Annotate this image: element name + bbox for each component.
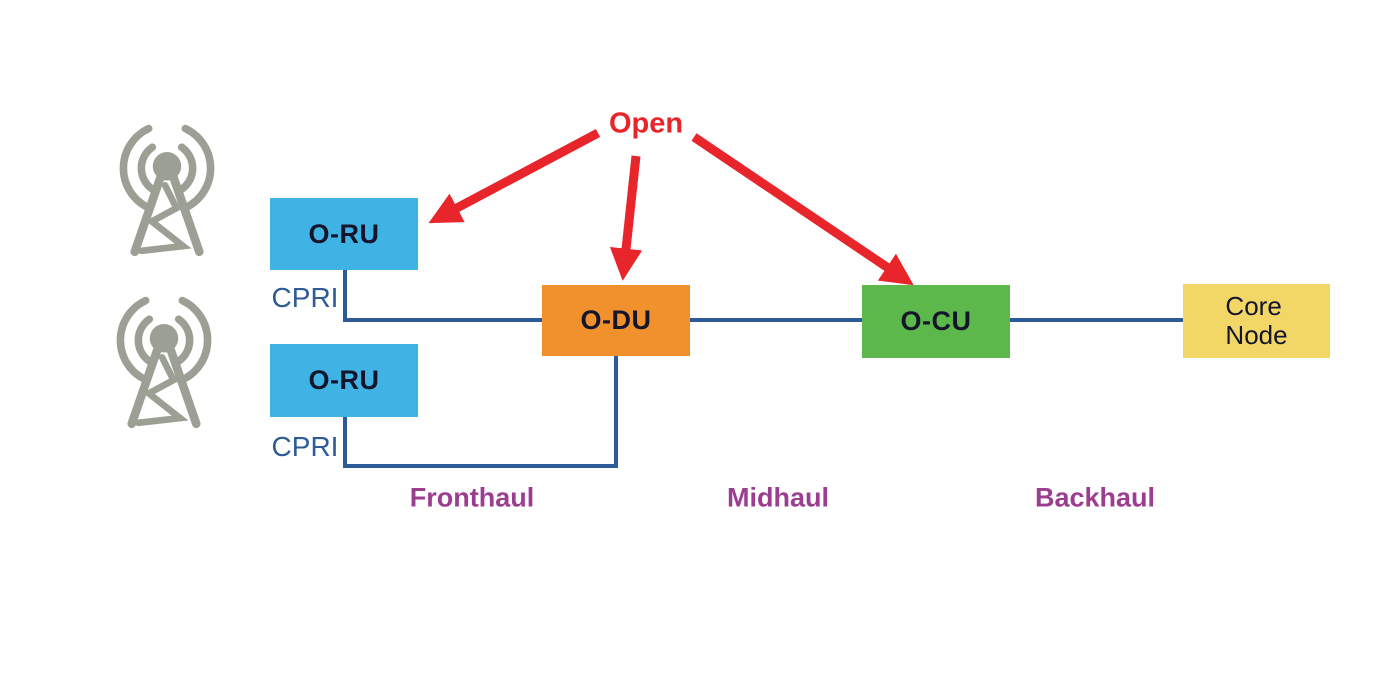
midhaul-label: Midhaul (727, 482, 829, 513)
node-o-ru-2-label: O-RU (308, 365, 380, 395)
connector-oru1-to-odu (343, 270, 542, 322)
node-o-ru-1-label: O-RU (308, 218, 380, 249)
fronthaul-label: Fronthaul (409, 482, 535, 513)
open-arrow-to-odu (609, 155, 643, 281)
cpri-label-1: CPRI (271, 282, 339, 313)
node-o-cu-label: O-CU (900, 306, 972, 336)
radio-tower-icon (107, 292, 221, 434)
open-annotation-label: Open (608, 107, 684, 140)
node-core-node: Core Node (1183, 284, 1330, 358)
backhaul-label: Backhaul (1034, 482, 1156, 513)
node-o-ru-2: O-RU (270, 344, 418, 417)
node-core-node-label: Core Node (1225, 290, 1288, 350)
node-o-ru-1: O-RU (270, 198, 418, 270)
node-o-cu: O-CU (862, 285, 1010, 358)
radio-tower-icon (110, 118, 224, 264)
open-arrow-to-ocu (691, 133, 914, 286)
cpri-label-2: CPRI (271, 431, 339, 462)
node-o-du: O-DU (542, 285, 690, 356)
open-arrow-to-oru (428, 129, 601, 224)
node-o-du-label: O-DU (580, 305, 652, 335)
